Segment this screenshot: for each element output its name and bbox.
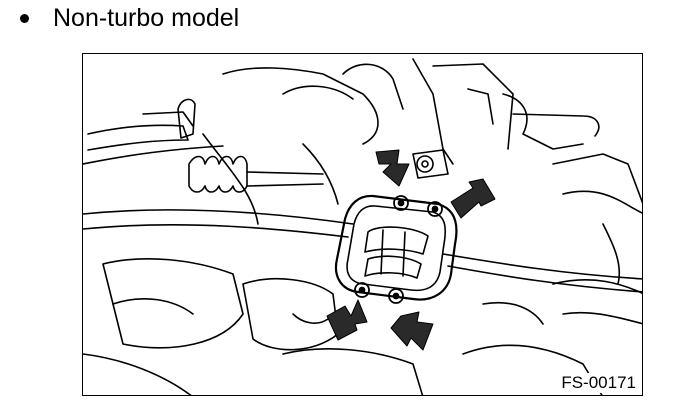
section-heading: Non-turbo model	[20, 2, 239, 34]
technical-illustration	[83, 58, 642, 395]
figure-frame: FS-00171	[82, 53, 643, 396]
bullet-dot-icon	[20, 13, 29, 23]
heading-text: Non-turbo model	[53, 3, 240, 32]
figure-id-label: FS-00171	[559, 373, 638, 393]
